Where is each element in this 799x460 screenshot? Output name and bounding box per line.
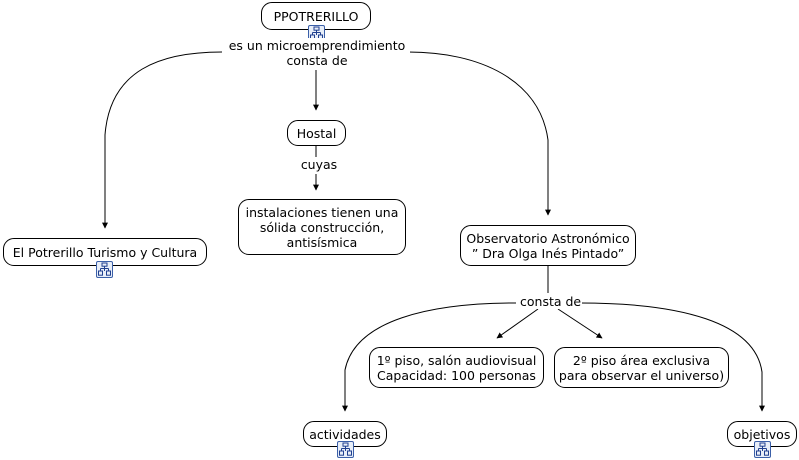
- node-piso2[interactable]: 2º piso área exclusiva para observar el …: [554, 347, 729, 388]
- concept-map-icon[interactable]: [754, 441, 771, 458]
- node-observatorio-label: Observatorio Astronómico ” Dra Olga Inés…: [466, 230, 630, 261]
- concept-map-icon[interactable]: [337, 441, 354, 458]
- node-instalaciones[interactable]: instalaciones tienen una sólida construc…: [238, 199, 406, 255]
- node-hostal-label: Hostal: [296, 125, 337, 141]
- node-instalaciones-label: instalaciones tienen una sólida construc…: [245, 204, 399, 250]
- node-potrerillo-turismo-label: El Potrerillo Turismo y Cultura: [12, 244, 198, 260]
- node-piso2-label: 2º piso área exclusiva para observar el …: [558, 352, 725, 383]
- node-observatorio[interactable]: Observatorio Astronómico ” Dra Olga Inés…: [460, 225, 636, 266]
- node-piso1-label: 1º piso, salón audiovisual Capacidad: 10…: [376, 352, 537, 383]
- edge-consta-de-to-piso1: [496, 308, 539, 339]
- node-piso1[interactable]: 1º piso, salón audiovisual Capacidad: 10…: [369, 347, 544, 388]
- concept-map-icon[interactable]: [96, 261, 113, 278]
- node-objetivos-label: objetivos: [733, 426, 791, 442]
- link-label-consta-de[interactable]: consta de: [518, 294, 582, 309]
- edge-label-to-potrerillo-turismo: [102, 51, 223, 229]
- link-label-es-un-microemprendimiento[interactable]: es un microemprendimiento consta de: [224, 38, 410, 68]
- node-ppotrerillo-label: PPOTRERILLO: [273, 8, 359, 24]
- edge-consta-de-to-piso2: [557, 308, 603, 339]
- node-hostal[interactable]: Hostal: [287, 120, 346, 146]
- node-actividades-label: actividades: [309, 426, 381, 442]
- link-label-cuyas[interactable]: cuyas: [297, 157, 341, 172]
- edge-label-to-observatorio: [407, 51, 551, 216]
